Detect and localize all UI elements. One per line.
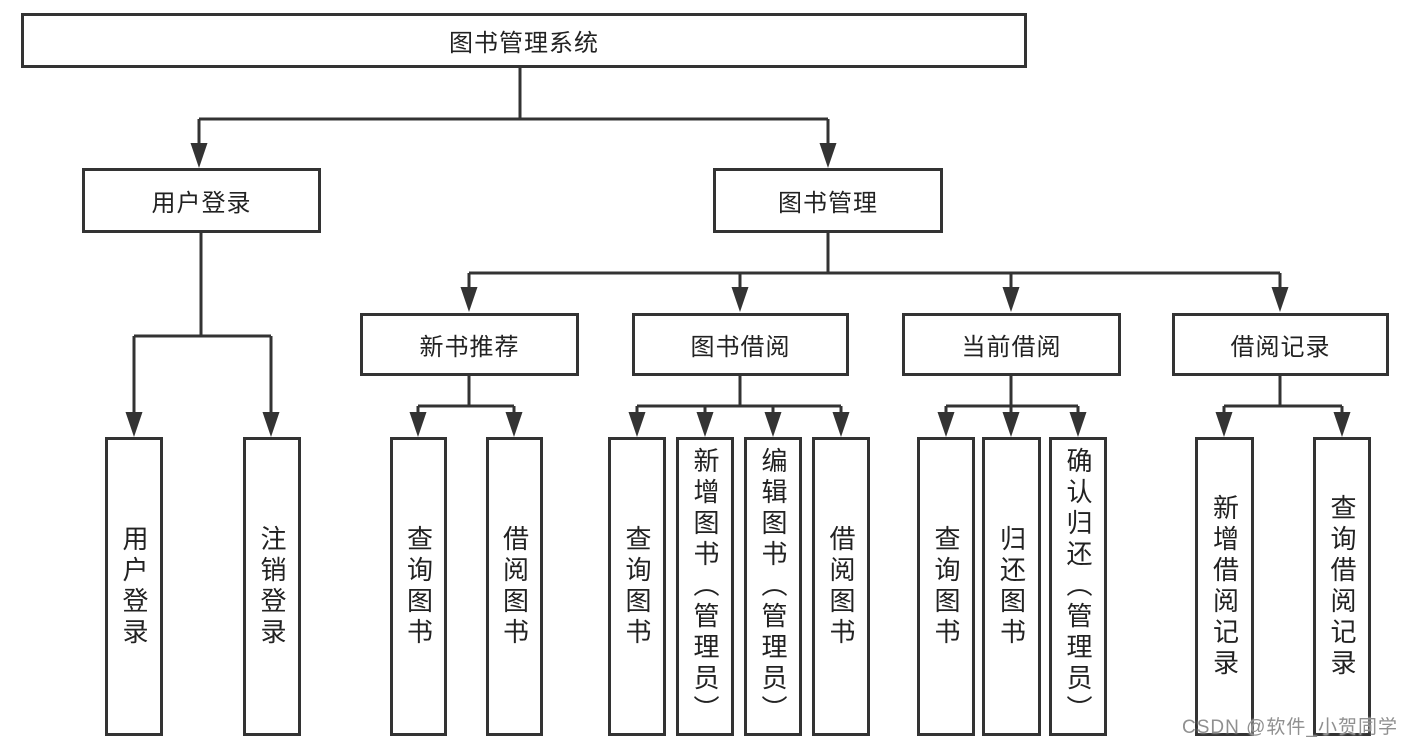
leaf-query-books-1: 查询图书	[390, 437, 447, 736]
node-user-login: 用户登录	[82, 168, 321, 233]
arrowhead-icon	[262, 412, 280, 437]
arrowhead-icon	[832, 412, 850, 437]
leaf-add-borrow-record-label: 新增借阅记录	[1209, 493, 1240, 680]
arrowhead-icon	[731, 287, 749, 312]
arrowhead-icon	[819, 143, 837, 168]
leaf-query-borrow-record: 查询借阅记录	[1313, 437, 1371, 736]
leaf-borrow-books-2-label: 借阅图书	[826, 524, 856, 649]
leaf-borrow-books-1-label: 借阅图书	[499, 524, 530, 649]
arrowhead-icon	[1215, 412, 1233, 437]
arrowhead-icon	[1333, 412, 1351, 437]
leaf-query-books-1-label: 查询图书	[403, 524, 434, 649]
arrowhead-icon	[125, 412, 143, 437]
leaf-add-books-admin-label: 新增图书（管理员）	[690, 447, 720, 726]
arrowhead-icon	[190, 143, 208, 168]
node-book-management: 图书管理	[713, 168, 943, 233]
leaf-edit-books-admin: 编辑图书（管理员）	[744, 437, 802, 736]
arrowhead-icon	[1069, 412, 1087, 437]
leaf-query-books-2-label: 查询图书	[622, 524, 652, 649]
leaf-edit-books-admin-label: 编辑图书（管理员）	[758, 447, 788, 726]
connector-paths	[132, 68, 1344, 416]
leaf-logout-login-label: 注销登录	[257, 524, 287, 649]
arrowhead-icon	[696, 412, 714, 437]
leaf-query-books-3: 查询图书	[917, 437, 975, 736]
arrowhead-icon	[1002, 412, 1020, 437]
arrowhead-icon	[409, 412, 427, 437]
arrowhead-icon	[764, 412, 782, 437]
leaf-borrow-books-2: 借阅图书	[812, 437, 870, 736]
leaf-return-books: 归还图书	[982, 437, 1041, 736]
node-current-borrowing: 当前借阅	[902, 313, 1121, 376]
leaf-user-login: 用户登录	[105, 437, 163, 736]
node-borrowing-records: 借阅记录	[1172, 313, 1389, 376]
leaf-add-borrow-record: 新增借阅记录	[1195, 437, 1254, 736]
leaf-borrow-books-1: 借阅图书	[486, 437, 543, 736]
arrowhead-icon	[1271, 287, 1289, 312]
leaf-logout-login: 注销登录	[243, 437, 301, 736]
node-root-library-system: 图书管理系统	[21, 13, 1027, 68]
leaf-user-login-label: 用户登录	[119, 524, 149, 649]
leaf-return-books-label: 归还图书	[996, 524, 1027, 649]
arrowhead-icon	[505, 412, 523, 437]
arrowhead-icon	[1002, 287, 1020, 312]
node-book-borrowing: 图书借阅	[632, 313, 849, 376]
arrowhead-icons	[125, 143, 1351, 437]
leaf-confirm-return-admin: 确认归还（管理员）	[1049, 437, 1107, 736]
csdn-watermark: CSDN @软件_小贺同学	[1182, 717, 1398, 738]
arrowhead-icon	[628, 412, 646, 437]
leaf-query-borrow-record-label: 查询借阅记录	[1327, 493, 1357, 680]
node-new-book-recommend: 新书推荐	[360, 313, 579, 376]
arrowhead-icon	[937, 412, 955, 437]
leaf-add-books-admin: 新增图书（管理员）	[676, 437, 734, 736]
leaf-query-books-2: 查询图书	[608, 437, 666, 736]
leaf-query-books-3-label: 查询图书	[931, 524, 961, 649]
leaf-confirm-return-admin-label: 确认归还（管理员）	[1063, 447, 1093, 726]
arrowhead-icon	[460, 287, 478, 312]
